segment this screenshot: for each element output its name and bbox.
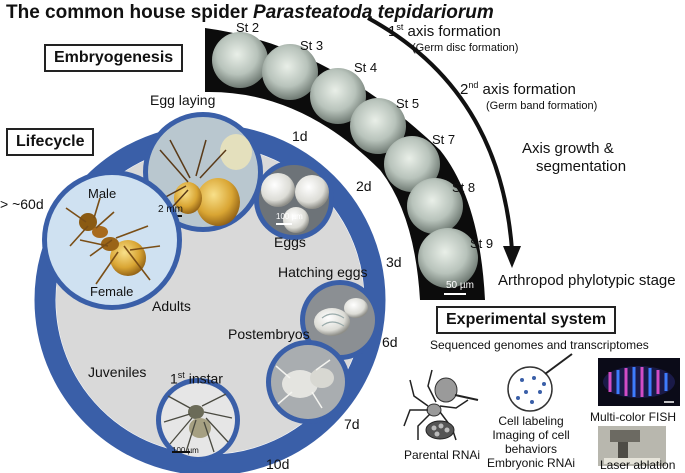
eggs-photo (254, 160, 334, 240)
adults-photo (42, 170, 182, 310)
experimental-system-label: Experimental system (436, 306, 617, 334)
day-2d: 2d (356, 178, 372, 194)
egg-laying-photo (143, 112, 263, 232)
phylotypic-stage-label: Arthropod phylotypic stage (498, 272, 676, 289)
embryo-stage-9 (418, 228, 478, 288)
first-instar-photo (156, 378, 240, 462)
postembryos-label: Postembryos (228, 326, 310, 342)
axis2-subtitle: (Germ band formation) (486, 100, 598, 112)
embryo-scale-label: 50 µm (446, 280, 474, 291)
fish-image (598, 358, 680, 406)
imaging-label-line2: behaviors (504, 442, 558, 456)
male-label: Male (88, 186, 117, 201)
day-3d: 3d (386, 254, 402, 270)
arrow-head (503, 246, 521, 268)
laser-ablation-image (598, 426, 666, 466)
eggs-label: Eggs (274, 234, 306, 250)
laser-ablation-label: Laser ablation (600, 458, 676, 472)
stage-label-3: St 3 (300, 38, 324, 53)
day-7d: 7d (344, 416, 360, 432)
fish-label: Multi-color FISH (590, 410, 677, 424)
stage-label-7: St 7 (432, 132, 456, 147)
embryo-stage-2 (212, 32, 268, 88)
page-title: The common house spider Parasteatoda tep… (6, 2, 494, 23)
axis1-title: 1st axis formation (388, 22, 501, 40)
egg-laying-scale-label: 2 mm (158, 204, 183, 215)
day-60d: > ~60d (0, 196, 44, 212)
species-name: Parasteatoda tepidariorum (253, 2, 494, 23)
sequenced-genomes-label: Sequenced genomes and transcriptomes (430, 338, 649, 352)
hatching-eggs-label: Hatching eggs (278, 264, 368, 280)
juveniles-label: Juveniles (88, 364, 147, 380)
imaging-label-line1: Imaging of cell (492, 428, 570, 442)
egg-sac-icon (425, 420, 455, 440)
embryo-stage-7 (384, 136, 440, 192)
day-1d: 1d (292, 128, 308, 144)
postembryos-photo (266, 340, 350, 424)
embryo-stage-8 (407, 178, 463, 234)
embryo-dish-icon (507, 353, 573, 412)
stage-label-9: St 9 (470, 236, 494, 251)
stage-label-2: St 2 (236, 20, 260, 35)
embryo-stage-3 (262, 44, 318, 100)
day-6d: 6d (382, 334, 398, 350)
growth-label-line1: Axis growth & (522, 140, 614, 157)
instar-scale-label: 100 µm (172, 446, 199, 455)
adults-label: Adults (152, 298, 191, 314)
embryo-strip (205, 28, 485, 300)
female-label: Female (90, 284, 134, 299)
stage-label-5: St 5 (396, 96, 420, 111)
embryogenesis-label: Embryogenesis (44, 44, 184, 72)
parental-rnai-label: Parental RNAi (404, 448, 481, 462)
egg-laying-label: Egg laying (150, 92, 216, 108)
embryo-stage-5 (350, 98, 406, 154)
axis2-title: 2nd axis formation (460, 80, 576, 98)
stage-label-8: St 8 (452, 180, 476, 195)
first-instar-label: 1st instar (170, 370, 223, 387)
embryonic-rnai-label: Embryonic RNAi (486, 456, 576, 470)
eggs-scale-label: 100 µm (276, 212, 303, 221)
day-10d: 10d (266, 456, 290, 472)
lifecycle-label: Lifecycle (6, 128, 95, 156)
embryo-stage-4 (310, 68, 366, 124)
cell-labeling-label: Cell labeling (498, 414, 564, 428)
stage-label-4: St 4 (354, 60, 378, 75)
development-arrow (367, 16, 514, 251)
axis1-subtitle: (Germ disc formation) (412, 42, 519, 54)
growth-label-line2: segmentation (536, 158, 627, 175)
hatching-eggs-photo (300, 280, 380, 360)
